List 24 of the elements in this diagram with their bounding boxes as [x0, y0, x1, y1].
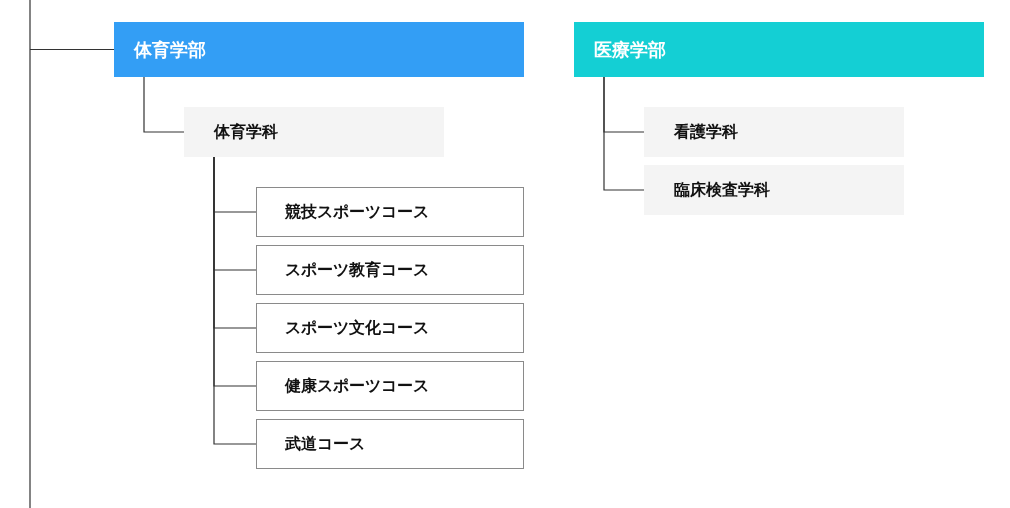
connector-line	[143, 76, 185, 133]
course-box	[256, 419, 524, 469]
course-box	[256, 303, 524, 353]
faculty-name: 医療学部	[594, 38, 666, 62]
department-name: 看護学科	[674, 121, 738, 143]
course-box	[256, 361, 524, 411]
department-name: 体育学科	[214, 121, 278, 143]
connector-line	[29, 0, 115, 508]
department-box	[184, 107, 444, 157]
course-name: スポーツ教育コース	[285, 259, 429, 281]
course-box	[256, 245, 524, 295]
course-name: スポーツ文化コース	[285, 317, 429, 339]
course-box	[256, 187, 524, 237]
faculty-name: 体育学部	[134, 38, 206, 62]
course-name: 健康スポーツコース	[285, 375, 429, 397]
department-box	[644, 165, 904, 215]
course-name: 武道コース	[285, 433, 365, 455]
connector-line	[603, 76, 645, 191]
course-name: 競技スポーツコース	[285, 201, 429, 223]
department-box	[644, 107, 904, 157]
faculty-header-box	[114, 22, 524, 77]
connector-line	[213, 156, 257, 445]
faculty-header-box	[574, 22, 984, 77]
department-name: 臨床検査学科	[674, 179, 770, 201]
